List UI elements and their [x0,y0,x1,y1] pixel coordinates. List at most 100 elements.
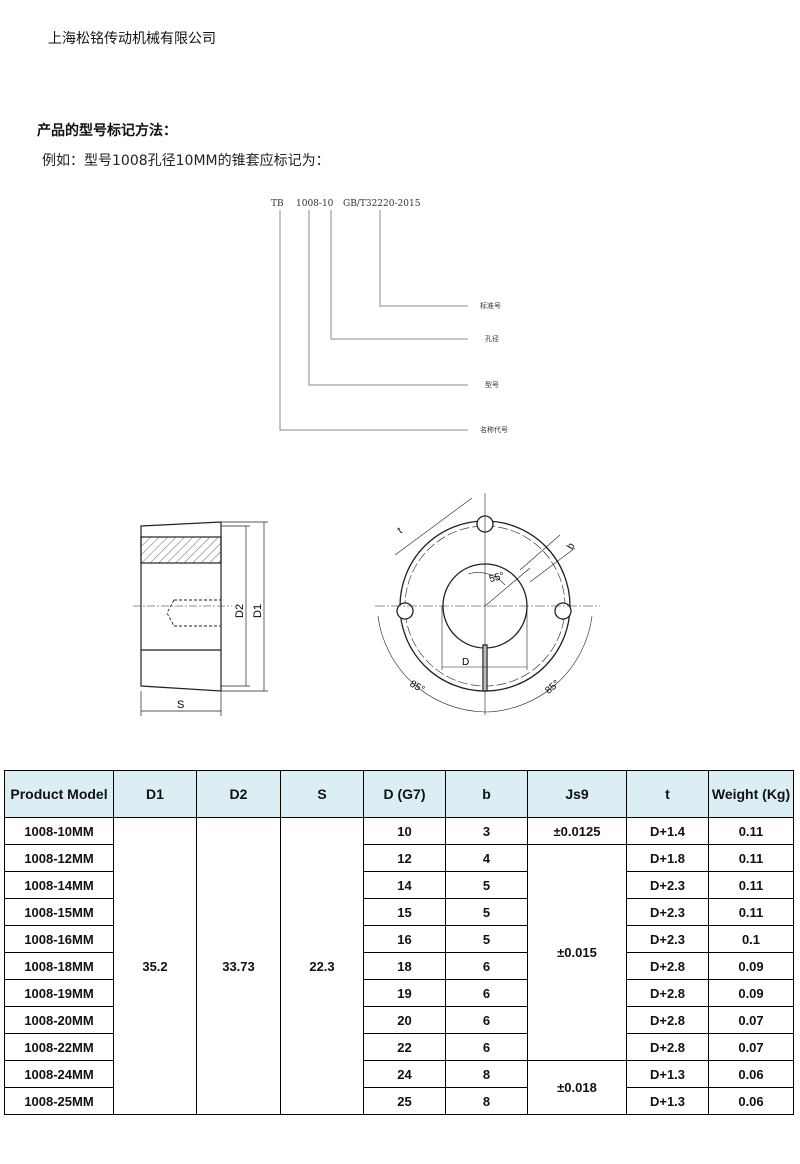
cell-d-g7: 22 [363,1033,446,1061]
cell-model: 1008-25MM [4,1087,114,1115]
cell-b: 3 [445,817,528,845]
header-b: b [445,770,528,818]
cell-d-g7: 10 [363,817,446,845]
side-view-drawing [133,521,268,716]
cell-b: 5 [445,925,528,953]
header-s: S [280,770,364,818]
dim-d2: D2 [234,604,246,618]
header-d1: D1 [113,770,197,818]
cell-model: 1008-10MM [4,817,114,845]
cell-b: 4 [445,844,528,872]
cell-b: 8 [445,1087,528,1115]
cell-b: 8 [445,1060,528,1088]
cell-d-g7: 25 [363,1087,446,1115]
cell-model: 1008-14MM [4,871,114,899]
header-model: Product Model [4,770,114,818]
cell-js9: ±0.0125 [527,817,627,845]
marking-diagram: TB 1008-10 GB/T32220-2015 标准号 孔径 型号 名称代号 [133,199,600,716]
cell-weight: 0.07 [708,1006,794,1034]
cell-model: 1008-18MM [4,952,114,980]
header-t: t [626,770,709,818]
cell-t: D+2.3 [626,898,709,926]
cell-t: D+1.3 [626,1087,709,1115]
section-title: 产品的型号标记方法： [37,123,177,139]
cell-b: 5 [445,871,528,899]
cell-t: D+2.8 [626,952,709,980]
cell-b: 5 [445,898,528,926]
dim-d1: D1 [252,604,264,618]
header-d-g7: D (G7) [363,770,446,818]
example-text: 例如：型号1008孔径10MM的锥套应标记为： [42,153,330,169]
cell-d-g7: 16 [363,925,446,953]
cell-weight: 0.11 [708,844,794,872]
table-header-row: Product Model D1 D2 S D (G7) b Js9 t Wei… [4,770,794,818]
cell-weight: 0.06 [708,1087,794,1115]
header-d2: D2 [196,770,281,818]
front-view-drawing [375,493,600,715]
cell-d-g7: 24 [363,1060,446,1088]
spec-table: Product Model D1 D2 S D (G7) b Js9 t Wei… [4,770,794,1115]
cell-model: 1008-24MM [4,1060,114,1088]
cell-s: 22.3 [280,817,364,1115]
cell-weight: 0.1 [708,925,794,953]
label-bore: 孔径 [485,334,499,343]
dim-d: D [462,657,469,668]
dim-angle-55: 55° [488,571,505,586]
cell-t: D+2.3 [626,925,709,953]
code-tb: TB [271,199,284,209]
cell-t: D+1.8 [626,844,709,872]
cell-d2: 33.73 [196,817,281,1115]
cell-d-g7: 19 [363,979,446,1007]
cell-d-g7: 18 [363,952,446,980]
cell-t: D+2.3 [626,871,709,899]
cell-model: 1008-15MM [4,898,114,926]
cell-model: 1008-12MM [4,844,114,872]
code-standard: GB/T32220-2015 [343,199,421,209]
cell-d-g7: 20 [363,1006,446,1034]
cell-d-g7: 14 [363,871,446,899]
cell-b: 6 [445,1006,528,1034]
label-name-code: 名称代号 [480,425,508,434]
cell-weight: 0.07 [708,1033,794,1061]
cell-js9: ±0.018 [527,1060,627,1115]
cell-t: D+2.8 [626,1033,709,1061]
cell-weight: 0.11 [708,871,794,899]
cell-b: 6 [445,979,528,1007]
cell-weight: 0.06 [708,1060,794,1088]
cell-t: D+2.8 [626,1006,709,1034]
cell-b: 6 [445,952,528,980]
cell-t: D+1.4 [626,817,709,845]
cell-b: 6 [445,1033,528,1061]
cell-model: 1008-20MM [4,1006,114,1034]
cell-d-g7: 15 [363,898,446,926]
code-model: 1008-10 [296,199,334,209]
cell-t: D+2.8 [626,979,709,1007]
cell-model: 1008-19MM [4,979,114,1007]
cell-model: 1008-22MM [4,1033,114,1061]
cell-weight: 0.09 [708,952,794,980]
dim-s: S [177,699,184,711]
header-js9: Js9 [527,770,627,818]
cell-d-g7: 12 [363,844,446,872]
company-name: 上海松铭传动机械有限公司 [48,31,216,47]
header-weight: Weight (Kg) [708,770,794,818]
cell-t: D+1.3 [626,1060,709,1088]
label-standard: 标准号 [480,301,501,310]
cell-model: 1008-16MM [4,925,114,953]
label-model: 型号 [485,380,499,389]
cell-weight: 0.11 [708,817,794,845]
cell-js9: ±0.015 [527,844,627,1061]
dim-t: t [396,525,405,536]
dim-b: b [565,541,578,552]
